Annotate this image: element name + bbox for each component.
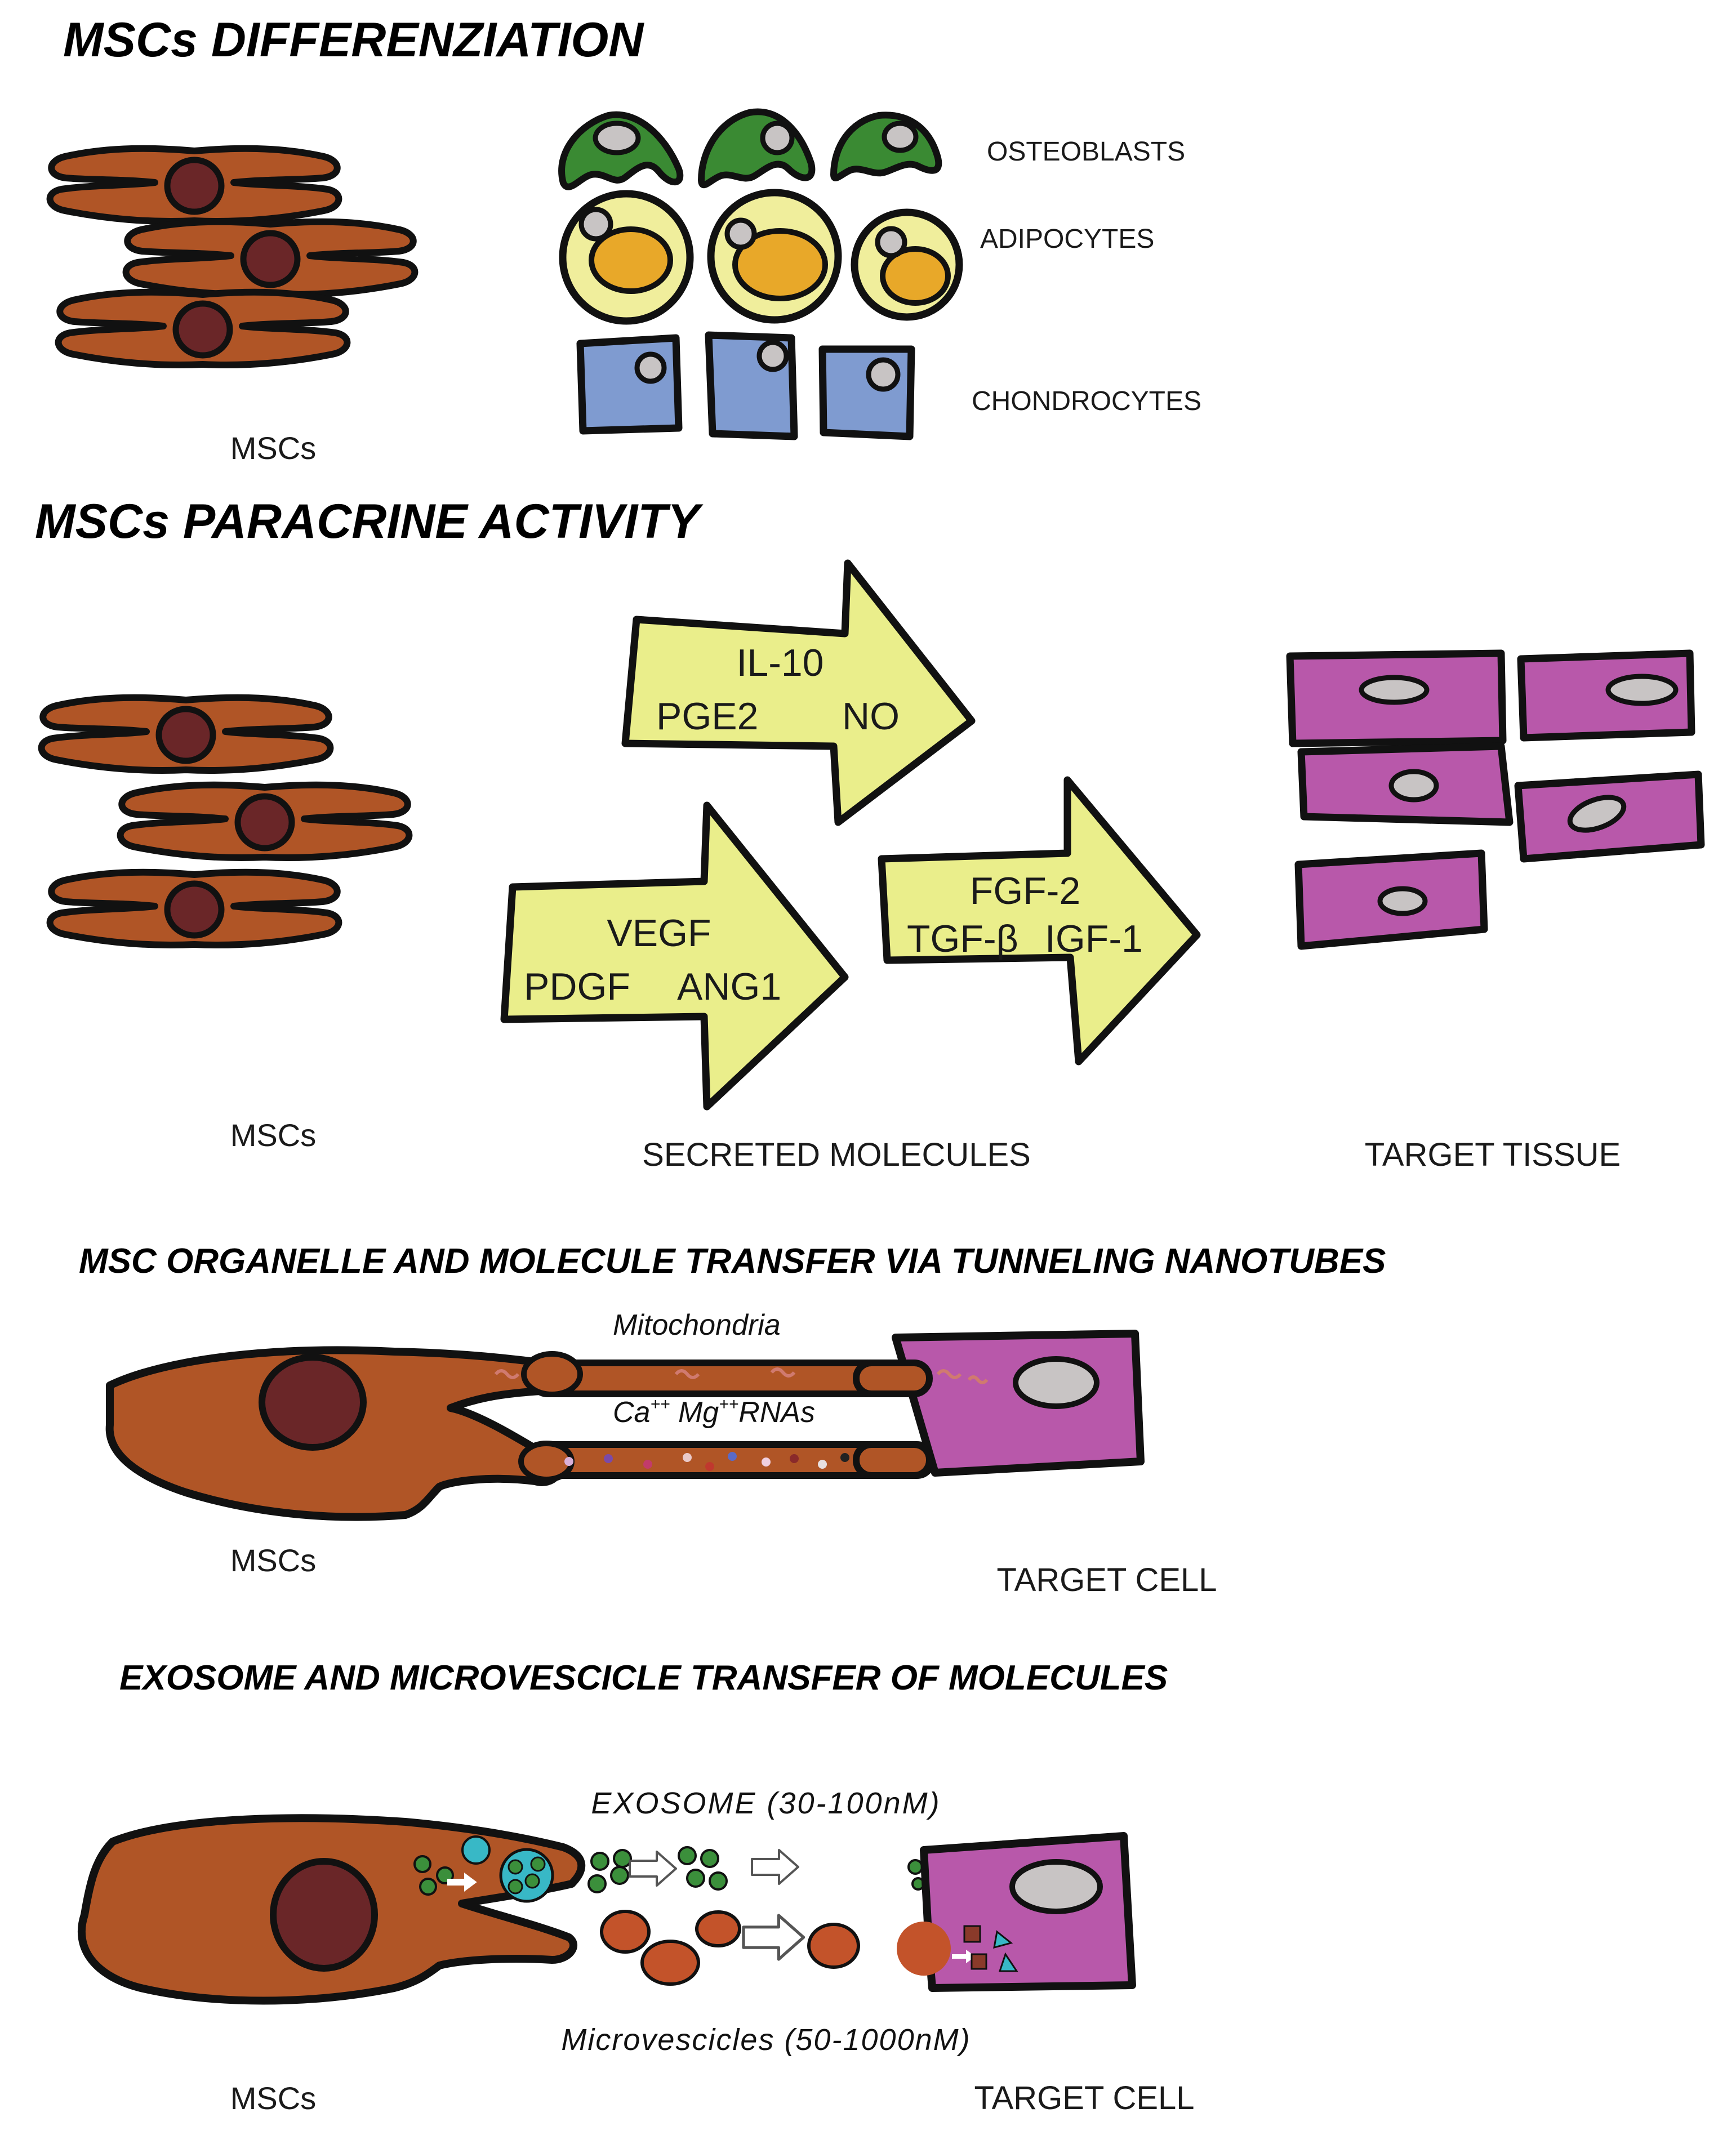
microvesicle-group — [600, 1910, 860, 1986]
msc-cell-exosome — [78, 1814, 586, 2005]
arrow3-line1: FGF-2 — [970, 870, 1080, 912]
secreted-arrow-fgf2: FGF-2 TGF-β IGF-1 — [878, 776, 1201, 1066]
msc-label: MSCs — [230, 2080, 316, 2116]
secreted-molecules-label: SECRETED MOLECULES — [642, 1136, 1031, 1173]
tissue-cell — [1514, 770, 1705, 863]
secreted-arrow-il10: IL-10 PGE2 NO — [621, 559, 976, 826]
tissue-cell — [1294, 849, 1488, 950]
target-cell-label: TARGET CELL — [996, 1562, 1217, 1598]
msc-cluster-differentiation — [50, 149, 415, 365]
transfer-arrow-icon — [744, 1915, 804, 1959]
msc-label: MSCs — [230, 1117, 316, 1153]
secreted-arrow-vegf: VEGF PDGF ANG1 — [500, 801, 849, 1111]
exosome-label: EXOSOME (30-100nM) — [591, 1786, 941, 1820]
section2-title: MSCs PARACRINE ACTIVITY — [35, 494, 704, 549]
section4-title: EXOSOME AND MICROVESCICLE TRANSFER OF MO… — [119, 1659, 1168, 1697]
tissue-cell — [1517, 649, 1695, 742]
molecules-label: Ca++ Mg++RNAs — [613, 1395, 815, 1429]
tissue-cell — [1286, 649, 1507, 747]
section-differentiation: MSCs DIFFERENZIATION MSCs OSTEOBLASTS — [50, 13, 1201, 466]
arrow1-line2b: NO — [842, 695, 900, 738]
arrow3-line2a: TGF-β — [907, 917, 1018, 960]
chondrocyte-cell — [705, 331, 798, 440]
adipocyte-cell — [559, 190, 694, 325]
adipocyte-cell — [851, 208, 963, 321]
exosome-cluster-released — [587, 1846, 940, 1893]
osteoblasts-label: OSTEOBLASTS — [987, 137, 1185, 167]
arrow2-line2b: ANG1 — [677, 965, 781, 1008]
arrow3-line2b: IGF-1 — [1045, 917, 1143, 960]
msc-label: MSCs — [230, 1543, 316, 1578]
adipocytes-label: ADIPOCYTES — [980, 224, 1154, 254]
msc-cell — [126, 222, 415, 295]
arrow1-line2a: PGE2 — [656, 695, 758, 738]
exosome-cluster-internal — [413, 1835, 554, 1903]
adipocyte-cell — [707, 189, 842, 324]
msc-cell-nanotube — [105, 1346, 936, 1521]
osteoblast-cell — [558, 111, 684, 190]
arrow2-line1: VEGF — [607, 912, 711, 955]
msc-cell — [50, 149, 339, 221]
msc-cell — [59, 292, 348, 365]
osteoblast-cell — [830, 112, 942, 181]
chondrocyte-cell — [818, 345, 915, 440]
tissue-cell — [1297, 742, 1514, 826]
osteoblast-cell — [698, 108, 816, 189]
target-cell-label: TARGET CELL — [974, 2080, 1194, 2116]
msc-label: MSCs — [230, 430, 316, 466]
msc-cluster-paracrine — [42, 698, 409, 945]
osteoblast-row — [558, 108, 942, 190]
mitochondria-label: Mitochondria — [613, 1309, 781, 1341]
msc-cell — [42, 698, 331, 770]
microvesicle-label: Microvescicles (50-1000nM) — [561, 2023, 971, 2057]
chondrocyte-row — [576, 331, 915, 440]
mitochondria-icon — [936, 1369, 989, 1384]
chondrocytes-label: CHONDROCYTES — [972, 386, 1201, 416]
arrow1-line1: IL-10 — [737, 641, 824, 684]
transfer-arrow-icon — [751, 1849, 799, 1885]
section-nanotubes: MSC ORGANELLE AND MOLECULE TRANSFER VIA … — [79, 1242, 1386, 1598]
arrow2-line2a: PDGF — [524, 965, 630, 1008]
target-tissue — [1286, 649, 1705, 950]
section1-title: MSCs DIFFERENZIATION — [63, 13, 644, 67]
section-exosome: EXOSOME AND MICROVESCICLE TRANSFER OF MO… — [78, 1659, 1195, 2116]
chondrocyte-cell — [576, 334, 683, 435]
transfer-arrow-icon — [629, 1851, 677, 1887]
target-tissue-label: TARGET TISSUE — [1365, 1136, 1621, 1173]
section3-title: MSC ORGANELLE AND MOLECULE TRANSFER VIA … — [79, 1242, 1386, 1281]
msc-cell — [50, 872, 339, 945]
target-cell-exosome — [897, 1832, 1136, 1992]
msc-cell — [121, 785, 409, 858]
section-paracrine: MSCs PARACRINE ACTIVITY MSCs IL-10 PGE2 … — [35, 494, 1705, 1173]
target-cell-nanotube — [853, 1330, 1145, 1479]
mitochondria-icon — [494, 1367, 796, 1379]
adipocyte-row — [559, 189, 963, 325]
